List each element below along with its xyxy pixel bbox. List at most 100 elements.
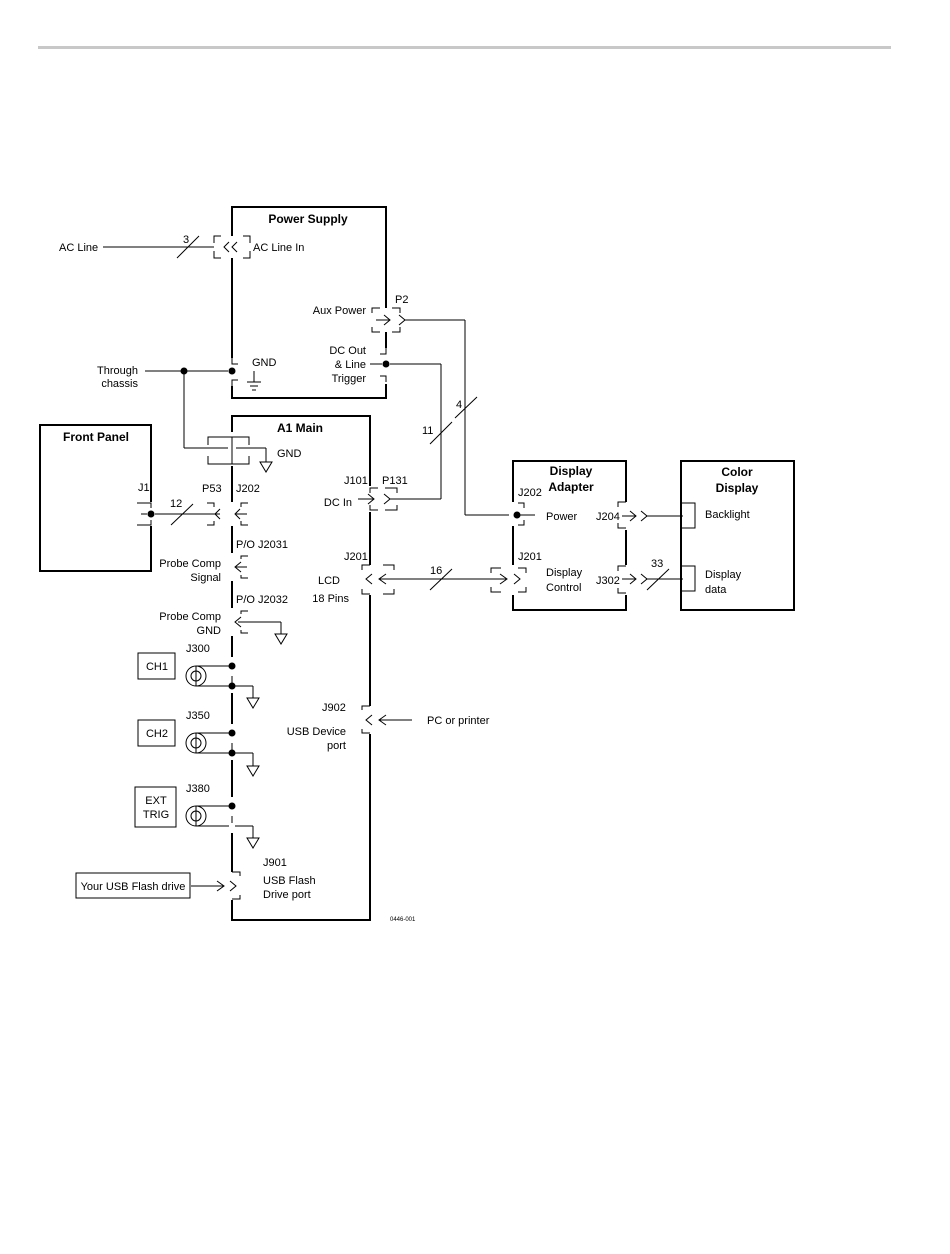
- a1-edge-gap-1: [229, 657, 235, 693]
- dc-in-label: DC In: [324, 497, 352, 509]
- backlight-label: Backlight: [705, 509, 750, 521]
- adapter-display-control-connector: [490, 565, 527, 595]
- dc-in-connector: [358, 486, 398, 512]
- display-data-label-1: Display: [705, 569, 742, 581]
- lcd-connector: [361, 564, 395, 595]
- lcd-arrow-right: [499, 573, 508, 585]
- adapter-power-junction: [513, 511, 521, 519]
- probe-gnd-symbol: [274, 633, 288, 645]
- a1-gnd-connector: [207, 432, 250, 466]
- ch2-box: [137, 719, 176, 747]
- ac-line-label: AC Line: [59, 242, 98, 254]
- probe-comp-signal-connector: [228, 553, 248, 581]
- color-display-block: [680, 460, 795, 611]
- usb-device-label-1: USB Device: [287, 726, 346, 738]
- j101-label: J101: [344, 475, 368, 487]
- usb-flash-label-2: Drive port: [263, 889, 311, 901]
- a1-gnd-label: GND: [277, 448, 302, 460]
- ch2-label: CH2: [146, 728, 168, 740]
- j300-label: J300: [186, 643, 210, 655]
- pins-label: 18 Pins: [312, 593, 349, 605]
- adapter-j202-label: J202: [518, 487, 542, 499]
- probe-comp-gnd-connector: [228, 608, 248, 636]
- ch1-bnc-inner: [190, 670, 202, 682]
- header-rule: [38, 46, 891, 49]
- ch1-bnc-outer: [185, 665, 207, 687]
- dc-wire-slash: [429, 421, 453, 445]
- adapter-j302-connector: [617, 565, 648, 595]
- a1-main-title: A1 Main: [277, 421, 323, 435]
- display-adapter-title-line2: Adapter: [548, 480, 594, 494]
- ch1-label: CH1: [146, 661, 168, 673]
- j2031-label: P/O J2031: [236, 539, 288, 551]
- usb-device-label-2: port: [327, 740, 346, 752]
- display-adapter-block: [512, 460, 627, 611]
- display-adapter-title-line1: Display: [550, 464, 593, 478]
- usb-flash-label-1: USB Flash: [263, 875, 316, 887]
- j201-label: J201: [344, 551, 368, 563]
- probe-comp-gnd-label-2: GND: [197, 625, 222, 637]
- usb-flash-arrow: [216, 880, 225, 892]
- power-supply-block: [231, 206, 387, 399]
- dc-out-label-1: DC Out: [329, 345, 366, 357]
- probe-comp-signal-label-1: Probe Comp: [159, 558, 221, 570]
- ext-trig-bnc-outer: [185, 805, 207, 827]
- ac-wire-slash: [176, 235, 200, 259]
- lcd-label: LCD: [318, 575, 340, 587]
- ps-gnd-junction: [228, 367, 236, 375]
- j2032-label: P/O J2032: [236, 594, 288, 606]
- fp-wire-slash: [170, 503, 194, 526]
- a1-main-block: [231, 415, 371, 921]
- front-panel-title: Front Panel: [63, 430, 129, 444]
- ch1-box: [137, 652, 176, 680]
- j204-label: J204: [596, 511, 620, 523]
- front-panel-block: [39, 424, 152, 572]
- j902-label: J902: [322, 702, 346, 714]
- ch2-bnc-inner: [190, 737, 202, 749]
- dc-out-label-2: & Line: [335, 359, 366, 371]
- ch1-gnd-symbol: [246, 697, 260, 709]
- figure-id-label: 0446-001: [390, 917, 416, 923]
- a1-edge-gap-3: [229, 797, 235, 833]
- adapter-j204-connector: [617, 501, 648, 530]
- ext-trig-junction: [228, 802, 236, 810]
- ch2-gnd-symbol: [246, 765, 260, 777]
- ch2-junction-1: [228, 729, 236, 737]
- j901-label: J901: [263, 857, 287, 869]
- ps-gnd-label: GND: [252, 357, 277, 369]
- ext-trig-gnd-symbol: [246, 837, 260, 849]
- ext-trig-bnc-inner: [190, 810, 202, 822]
- ac-line-in-connector: [213, 235, 251, 259]
- color-display-title-line2: Display: [716, 481, 759, 495]
- p53-label: P53: [202, 483, 222, 495]
- color-display-title-line1: Color: [721, 465, 753, 479]
- usb-device-connector: [361, 705, 374, 734]
- dc-wire-count: 11: [422, 425, 433, 437]
- probe-comp-gnd-label-1: Probe Comp: [159, 611, 221, 623]
- fp-wire-count: 12: [170, 498, 182, 510]
- ch2-bnc-outer: [185, 732, 207, 754]
- ext-trig-box: [134, 786, 177, 828]
- display-control-label-2: Control: [546, 582, 581, 594]
- data-wire-count: 33: [651, 558, 663, 570]
- lcd-wire-count: 16: [430, 565, 442, 577]
- ch2-junction-2: [228, 749, 236, 757]
- probe-comp-signal-label-2: Signal: [190, 572, 221, 584]
- usb-flash-drive-box: [75, 872, 191, 899]
- usb-flash-drive-label: Your USB Flash drive: [81, 881, 186, 893]
- usb-flash-connector: [228, 871, 241, 900]
- chassis-junction: [180, 367, 188, 375]
- fp-j1-junction: [147, 510, 155, 518]
- ch1-junction-1: [228, 662, 236, 670]
- a1-j202-connector: [207, 502, 248, 526]
- usb-device-arrow: [378, 714, 387, 726]
- display-control-label-1: Display: [546, 567, 583, 579]
- aux-power-label: Aux Power: [313, 305, 367, 317]
- adapter-j201-label: J201: [518, 551, 542, 563]
- pc-or-printer-label: PC or printer: [427, 715, 490, 727]
- a1-edge-gap-2: [229, 724, 235, 760]
- lcd-arrow-left: [378, 573, 387, 585]
- p2-label: P2: [395, 294, 408, 306]
- power-supply-title: Power Supply: [268, 212, 348, 226]
